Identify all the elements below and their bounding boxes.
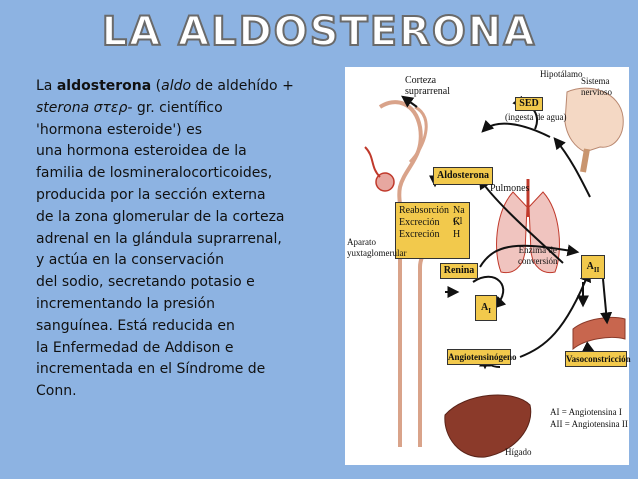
slide-title: LA ALDOSTERONA [101,8,537,56]
box-aldosterona: Aldosterona [433,167,493,185]
vessel-illustration [572,316,626,351]
nephron-illustration [364,100,436,447]
label-sistema-nervioso: Sistema nervioso [581,76,612,97]
a1-subscript: I [488,307,491,315]
brain-illustration [564,87,624,173]
term-sterona: sterona στερ- [36,99,133,116]
term-aldo: aldo [161,78,192,94]
text-body: gr. científico 'hormona esteroide') es u… [36,99,285,400]
legend-ai: AI = Angiotensina I [550,407,622,417]
text-aldehido: de aldehído + [191,78,294,94]
label-aparato-yuxtaglomerular: Aparato yuxtaglomerular [347,237,407,258]
box-angiotensina-i: AI [475,295,497,321]
label-enzima-conversion: Enzima de conversión [518,245,558,266]
reab-value-2: K [453,217,461,228]
text-intro: La [36,78,57,94]
description-text: La aldosterona (aldo de aldehído + stero… [36,76,354,403]
label-pulmones: Pulmones [490,183,530,194]
pathway-arrows [401,95,613,370]
term-aldosterona: aldosterona [56,78,152,94]
label-ingesta-agua: (ingesta de agua) [505,112,567,122]
legend-aii: AII = Angiotensina II [550,419,628,429]
reab-label-2: Excreción [399,217,440,228]
box-angiotensinogeno: Angiotensinógeno [447,349,517,365]
diagram-graphics [364,87,626,458]
box-reabsorcion-excrecion: Reabsorción Na Cl Excreción K Excreción … [395,202,470,259]
reab-label-1: Reabsorción [399,205,449,216]
a2-subscript: II [593,266,600,274]
text-paren: ( [151,78,162,94]
a1-letter: A [481,302,489,313]
label-higado: Hígado [505,447,532,457]
a2-letter: A [586,261,594,272]
liver-illustration [444,394,532,458]
box-vasoconstriccion: Vasoconstricción [565,351,631,367]
reab-value-1: Na Cl [453,205,465,227]
box-renina: Renina [440,263,478,279]
renin-angiotensin-diagram: Corteza suprarrenal Hipotálamo Sistema n… [345,67,631,465]
label-corteza: Corteza suprarrenal [405,75,450,97]
box-sed: SED [515,97,543,111]
label-hipotalamo: Hipotálamo [540,69,583,79]
reab-label-3: Excreción [399,229,440,240]
reab-value-3: H [453,229,461,240]
box-angiotensina-ii: AII [581,255,605,279]
